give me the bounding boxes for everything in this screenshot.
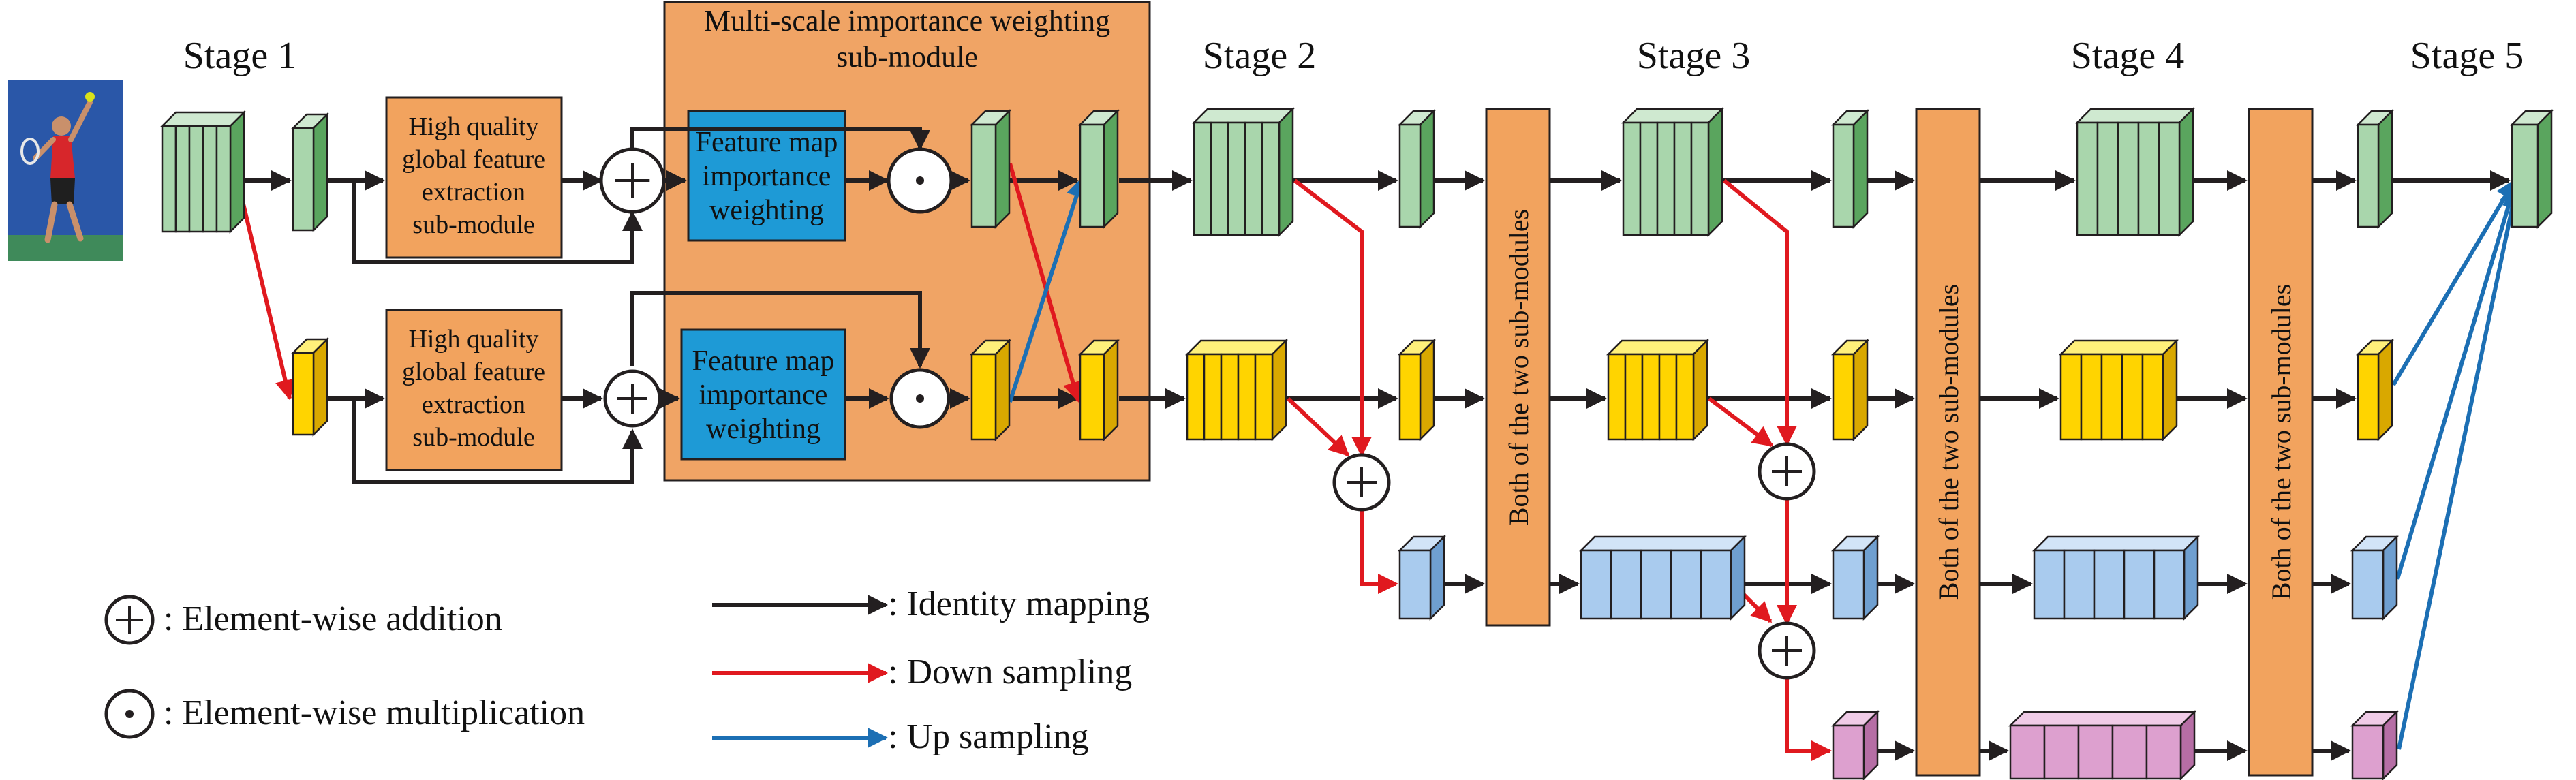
module-title-line1: Multi-scale importance weighting <box>704 4 1110 37</box>
hq-bottom-line1: High quality <box>408 325 538 354</box>
both-submodules-label-3: Both of the two sub-modules <box>2266 284 2297 600</box>
stage3-yellow-block <box>1606 338 1710 442</box>
module-yellow-out <box>969 338 1012 442</box>
stage4-green-block <box>2074 106 2196 238</box>
stage4-pink-block <box>2008 709 2197 780</box>
down-s3-green-to-plus <box>1723 178 1797 446</box>
stage3-green-block <box>1621 106 1725 238</box>
legend-plus-icon <box>104 595 155 645</box>
hq-bottom-line4: sub-module <box>412 423 534 452</box>
stage3-blue-branch <box>1830 534 1880 621</box>
stage2-green-branch <box>1397 108 1437 230</box>
both-submodules-bar-1 <box>1485 108 1551 627</box>
legend-identity-label: : Identity mapping <box>888 584 1150 623</box>
stage2-yellow-block <box>1184 338 1289 442</box>
stage3-green-branch <box>1830 108 1870 230</box>
stage1-input-block <box>159 110 247 234</box>
stage5-final-output <box>2509 108 2554 230</box>
tennis-player-photo-icon <box>8 80 123 261</box>
stage5-pink-branch <box>2350 709 2399 780</box>
plus-circle-icon-stage3-b <box>1758 621 1816 680</box>
stage-1-label: Stage 1 <box>183 35 296 77</box>
up-s5-pink-to-output <box>2397 187 2523 750</box>
plus-circle-icon-module-bottom <box>603 369 662 428</box>
stage-4-label: Stage 4 <box>2071 35 2184 77</box>
stage1-yellow-branch <box>290 337 330 437</box>
down-s2-green-to-plus <box>1293 178 1372 457</box>
down-s2-yellow-to-plus <box>1286 396 1350 457</box>
up-s5-yellow-to-output <box>2391 178 2517 386</box>
stage3-blue-block <box>1578 534 1747 621</box>
hq-bottom-line3: extraction <box>422 390 525 419</box>
connections-layer <box>236 127 2523 761</box>
edge-plus-bottom-bypass-to-dot <box>630 291 930 369</box>
module-yellow-fused <box>1077 338 1120 442</box>
edge-skip-green-to-plus <box>352 181 643 264</box>
down-plus-to-blue <box>1360 510 1398 594</box>
legend-down-label: : Down sampling <box>888 653 1132 691</box>
stage4-yellow-block <box>2058 338 2179 442</box>
legend-multiplication-label: : Element-wise multiplication <box>164 693 585 732</box>
hq-top-line2: global feature <box>402 145 545 174</box>
fmiw-top-line3: weighting <box>709 195 824 226</box>
plus-circle-icon-module-top <box>599 147 666 214</box>
fmiw-bottom-line1: Feature map <box>692 345 835 377</box>
down-s3-yellow-to-plus <box>1708 396 1774 448</box>
hq-top-line4: sub-module <box>412 210 534 239</box>
legend-up-label: : Up sampling <box>888 717 1089 756</box>
dot-circle-icon-module-bottom <box>889 368 951 429</box>
legend: : Element-wise addition : Element-wise m… <box>104 584 1150 756</box>
both-submodules-bar-3 <box>2248 108 2314 777</box>
stage-3-label: Stage 3 <box>1637 35 1750 77</box>
stage2-green-block <box>1191 106 1295 238</box>
stage2-yellow-branch <box>1397 338 1437 442</box>
fmiw-top-line1: Feature map <box>696 127 838 158</box>
legend-addition-label: : Element-wise addition <box>164 599 502 638</box>
stage3-pink-branch <box>1830 709 1880 780</box>
module-title-line2: sub-module <box>836 40 978 74</box>
stage5-blue-branch <box>2350 534 2399 621</box>
fmiw-bottom-line3: weighting <box>706 414 821 445</box>
module-green-fused <box>1077 108 1120 230</box>
stage-2-label: Stage 2 <box>1203 35 1316 77</box>
up-module-yellow-to-green <box>1008 176 1086 403</box>
up-s5-blue-to-output <box>2395 183 2519 580</box>
stage5-green-branch <box>2355 108 2395 230</box>
feature-maps-layer <box>159 106 2554 780</box>
plus-circle-icon-stage2 <box>1332 453 1391 512</box>
stage5-yellow-branch <box>2355 338 2395 442</box>
hq-extraction-box-bottom <box>385 309 563 471</box>
both-submodules-label-1: Both of the two sub-modules <box>1503 209 1534 525</box>
plus-circle-icon-stage3-a <box>1758 442 1816 501</box>
stage2-blue-branch <box>1397 534 1447 621</box>
down-module-green-to-yellow <box>1008 163 1083 403</box>
stage4-blue-block <box>2031 534 2201 621</box>
hq-bottom-line2: global feature <box>402 358 545 386</box>
fmiw-box-top <box>687 110 846 242</box>
hq-top-line1: High quality <box>408 112 538 141</box>
hq-extraction-box-top <box>385 96 563 259</box>
operators-layer <box>599 147 1816 680</box>
both-submodules-label-2: Both of the two sub-modules <box>1933 284 1964 600</box>
legend-dot-icon <box>104 689 155 739</box>
hq-top-line3: extraction <box>422 178 525 206</box>
stage-5-label: Stage 5 <box>2410 35 2524 77</box>
edge-plus-top-bypass-to-dot <box>630 127 930 151</box>
edge-skip-yellow-to-plus <box>352 399 643 484</box>
fmiw-bottom-line2: importance <box>699 379 828 411</box>
stage1-green-branch <box>290 112 330 233</box>
dot-circle-icon-module-top <box>887 147 953 214</box>
module-green-out <box>969 108 1012 230</box>
down-plus2-to-pink <box>1785 678 1832 761</box>
stage3-yellow-branch <box>1830 338 1870 442</box>
fmiw-box-bottom <box>680 328 846 461</box>
fmiw-top-line2: importance <box>703 161 831 192</box>
both-submodules-bar-2 <box>1915 108 1981 777</box>
down-input-to-yellow <box>236 183 296 401</box>
